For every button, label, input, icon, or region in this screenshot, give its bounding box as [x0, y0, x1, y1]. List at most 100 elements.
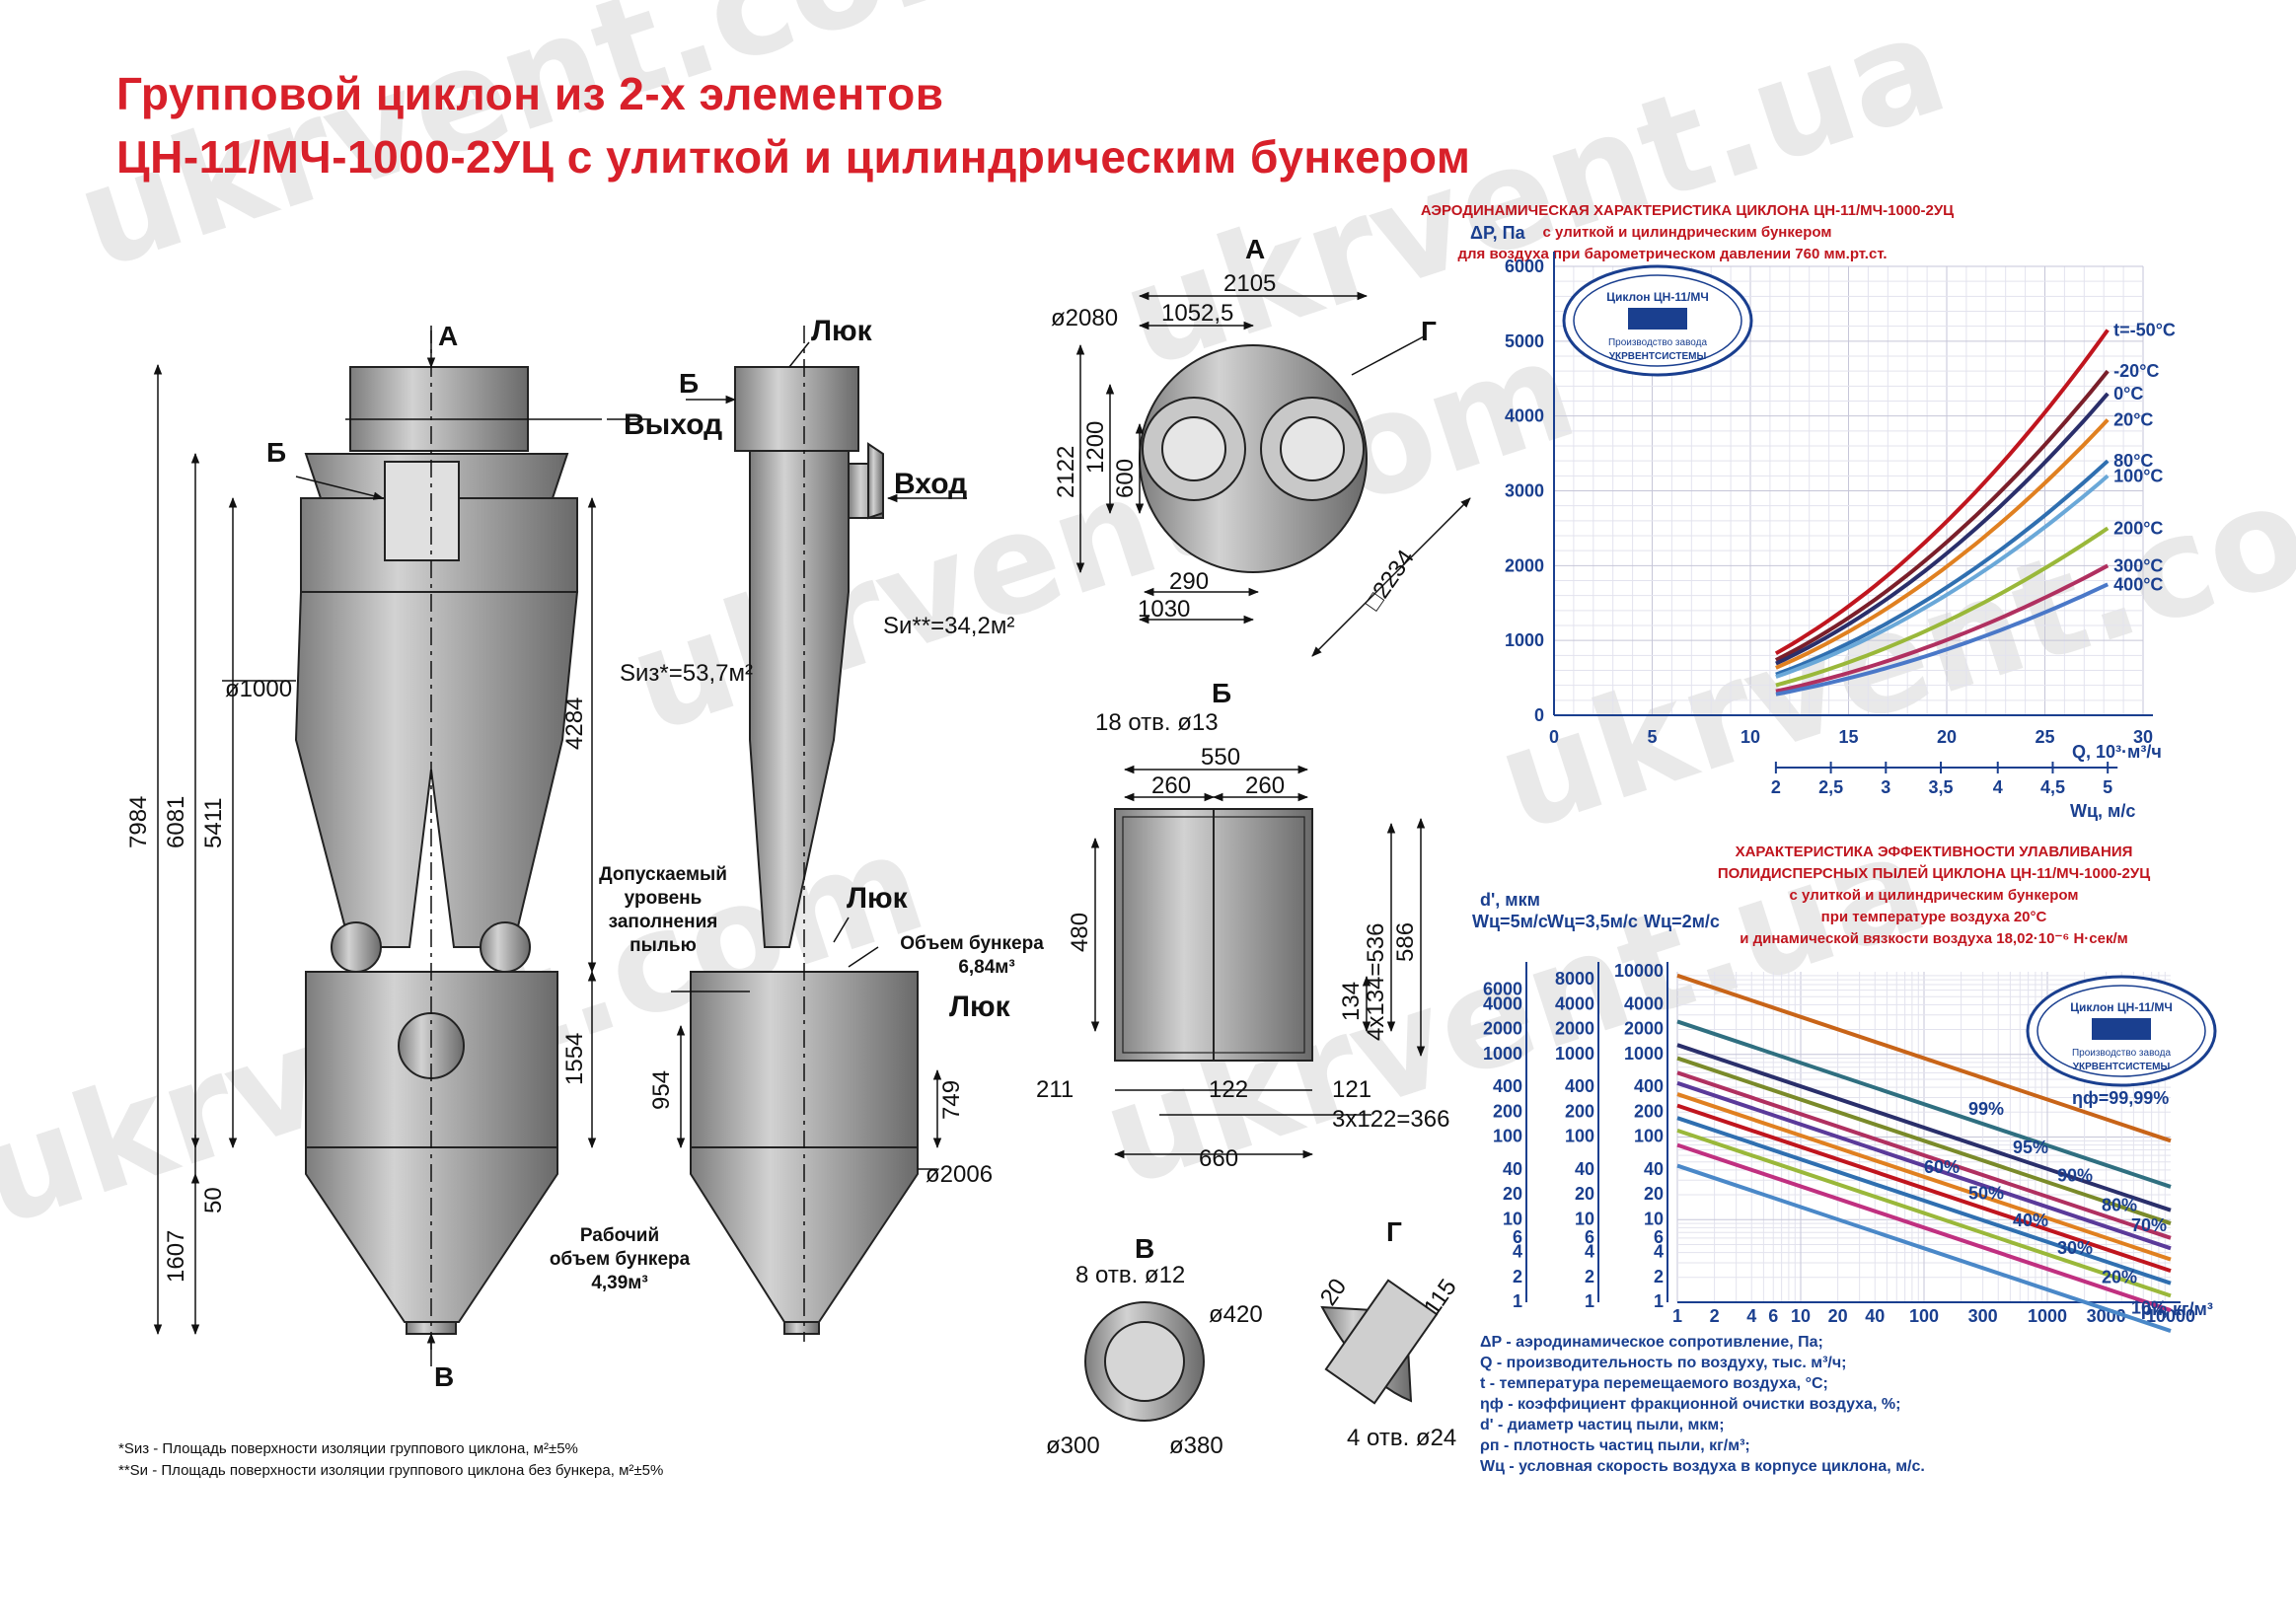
dim-660: 660: [1199, 1145, 1238, 1172]
dim-122: 122: [1209, 1076, 1248, 1103]
x-tick-label: 100: [1909, 1306, 1939, 1326]
y-tick-label: 100: [1493, 1127, 1522, 1146]
y-tick-label: 1000: [1505, 630, 1544, 650]
y-tick-label: 4000: [1483, 993, 1522, 1013]
series-line: [1676, 1056, 2172, 1225]
x-tick-label: 1: [1672, 1306, 1682, 1326]
y-tick-label: 400: [1565, 1076, 1594, 1096]
y-tick-label: 400: [1634, 1076, 1664, 1096]
footnote-2: **Sи - Площадь поверхности изоляции груп…: [118, 1462, 664, 1479]
svg-text:Производство завода: Производство завода: [1608, 337, 1708, 348]
series-line: [1775, 526, 2110, 688]
series-line: [1774, 369, 2110, 662]
series-label: 95%: [2013, 1138, 2048, 1157]
dim-1607: 1607: [163, 1230, 189, 1283]
x2-tick-label: 3: [1881, 777, 1890, 797]
view-g-title: Г: [1386, 1216, 1402, 1247]
y-tick-label: 20: [1503, 1184, 1522, 1204]
stamp-2: Циклон ЦН-11/МЧ Производство завода УКРВ…: [2026, 975, 2217, 1087]
series-line: [1676, 1142, 2172, 1313]
series-label: 100°C: [2113, 466, 2163, 485]
svg-text:уровень: уровень: [625, 888, 703, 909]
hatch-mid-label: Люк: [847, 882, 909, 915]
footnote-1: *Sиз - Площадь поверхности изоляции груп…: [118, 1440, 578, 1457]
series-line: [1676, 1043, 2172, 1212]
dim-2122: 2122: [1053, 446, 1079, 498]
view-a-g-marker: Г: [1421, 316, 1437, 346]
y-tick-label: 2000: [1483, 1019, 1522, 1039]
y-tick-label: 2000: [1505, 555, 1544, 575]
x2-tick-label: 5: [2103, 777, 2112, 797]
svg-text:Циклон ЦН-11/МЧ: Циклон ЦН-11/МЧ: [2070, 1000, 2173, 1014]
dim-290: 290: [1169, 568, 1209, 595]
series-label: ηф=99,99%: [2072, 1088, 2169, 1108]
x-tick-label: 25: [2035, 727, 2054, 747]
x2-tick-label: 2: [1771, 777, 1781, 797]
dim-1200: 1200: [1082, 421, 1109, 474]
y-tick-label: 1: [1654, 1291, 1664, 1311]
legend-item: ηф - коэффициент фракционной очистки воз…: [1480, 1396, 1901, 1413]
s-full-label: Sиз*=53,7м²: [620, 660, 753, 687]
chart2-speed-label-2: Wц=3,5м/с: [1547, 912, 1638, 931]
chart1-subtitle2: для воздуха при барометрическом давлении…: [1457, 246, 1887, 262]
series-line: [1775, 474, 2110, 679]
series-line: [1676, 1092, 2172, 1262]
x2-tick-label: 3,5: [1929, 777, 1954, 797]
chart2-subtitle: ПОЛИДИСПЕРСНЫХ ПЫЛЕЙ ЦИКЛОНА ЦН-11/МЧ-10…: [1718, 864, 2150, 882]
x-tick-label: 4: [1746, 1306, 1756, 1326]
series-label: t=-50°C: [2113, 320, 2176, 339]
dim-1554: 1554: [561, 1033, 588, 1085]
dim-550: 550: [1201, 744, 1240, 771]
x2-tick-label: 4,5: [2040, 777, 2065, 797]
y-tick-label: 1: [1513, 1291, 1522, 1311]
dim-5411: 5411: [200, 797, 227, 848]
y-tick-label: 100: [1634, 1127, 1664, 1146]
view-b: [1114, 808, 1313, 1062]
legend-item: d' - диаметр частиц пыли, мкм;: [1480, 1417, 1725, 1433]
y-tick-label: 10000: [1614, 961, 1664, 981]
svg-text:Объем бункера: Объем бункера: [900, 933, 1044, 954]
hatch-top-label: Люк: [811, 315, 873, 347]
y-tick-label: 10: [1644, 1209, 1664, 1228]
x-tick-label: 10: [1741, 727, 1760, 747]
x-tick-label: 30: [2133, 727, 2153, 747]
chart2-subtitle4: и динамической вязкости воздуха 18,02·10…: [1740, 930, 2128, 947]
y-tick-label: 6000: [1505, 257, 1544, 276]
x-tick-label: 20: [1828, 1306, 1848, 1326]
working-volume-note: Рабочий объем бункера 4,39м³: [550, 1225, 691, 1293]
y-tick-label: 200: [1493, 1101, 1522, 1121]
x-tick-label: 0: [1549, 727, 1559, 747]
chart2-subtitle3: при температуре воздуха 20°С: [1821, 909, 2047, 925]
dim-134: 134: [1338, 982, 1365, 1021]
y-tick-label: 40: [1575, 1159, 1594, 1179]
svg-text:объем бункера: объем бункера: [550, 1249, 691, 1270]
view-v-title: В: [1135, 1233, 1154, 1264]
svg-text:Производство завода: Производство завода: [2072, 1048, 2172, 1059]
view-a-title: А: [1245, 234, 1265, 264]
y-tick-label: 2: [1585, 1267, 1594, 1286]
view-b-arrow-label: Б: [266, 437, 286, 468]
holes-b-label: 18 отв. ø13: [1095, 709, 1219, 736]
series-label: 99%: [1968, 1099, 2004, 1119]
series-label: 30%: [2057, 1238, 2093, 1258]
y-tick-label: 4000: [1555, 993, 1594, 1013]
x-tick-label: 300: [1968, 1306, 1998, 1326]
y-tick-label: 3000: [1505, 481, 1544, 501]
series-line: [1676, 1019, 2172, 1189]
dim-1052: 1052,5: [1161, 300, 1233, 327]
chart2-speed-label-1: Wц=5м/с: [1472, 912, 1548, 931]
dim-4x134: 4x134=536: [1363, 923, 1389, 1041]
dim-954: 954: [648, 1070, 675, 1110]
svg-text:4,39м³: 4,39м³: [591, 1273, 647, 1293]
y-tick-label: 2: [1654, 1267, 1664, 1286]
dim-7984: 7984: [125, 796, 152, 848]
legend-item: t - температура перемещаемого воздуха, °…: [1480, 1375, 1828, 1392]
svg-text:Циклон ЦН-11/МЧ: Циклон ЦН-11/МЧ: [1606, 290, 1709, 304]
y-tick-label: 200: [1634, 1101, 1664, 1121]
inlet-label: Вход: [894, 468, 967, 500]
y-tick-label: 4000: [1505, 406, 1544, 426]
view-g: [1320, 1279, 1439, 1405]
y-tick-label: 8000: [1555, 969, 1594, 989]
x-tick-label: 40: [1865, 1306, 1885, 1326]
dim-2105: 2105: [1223, 270, 1276, 297]
